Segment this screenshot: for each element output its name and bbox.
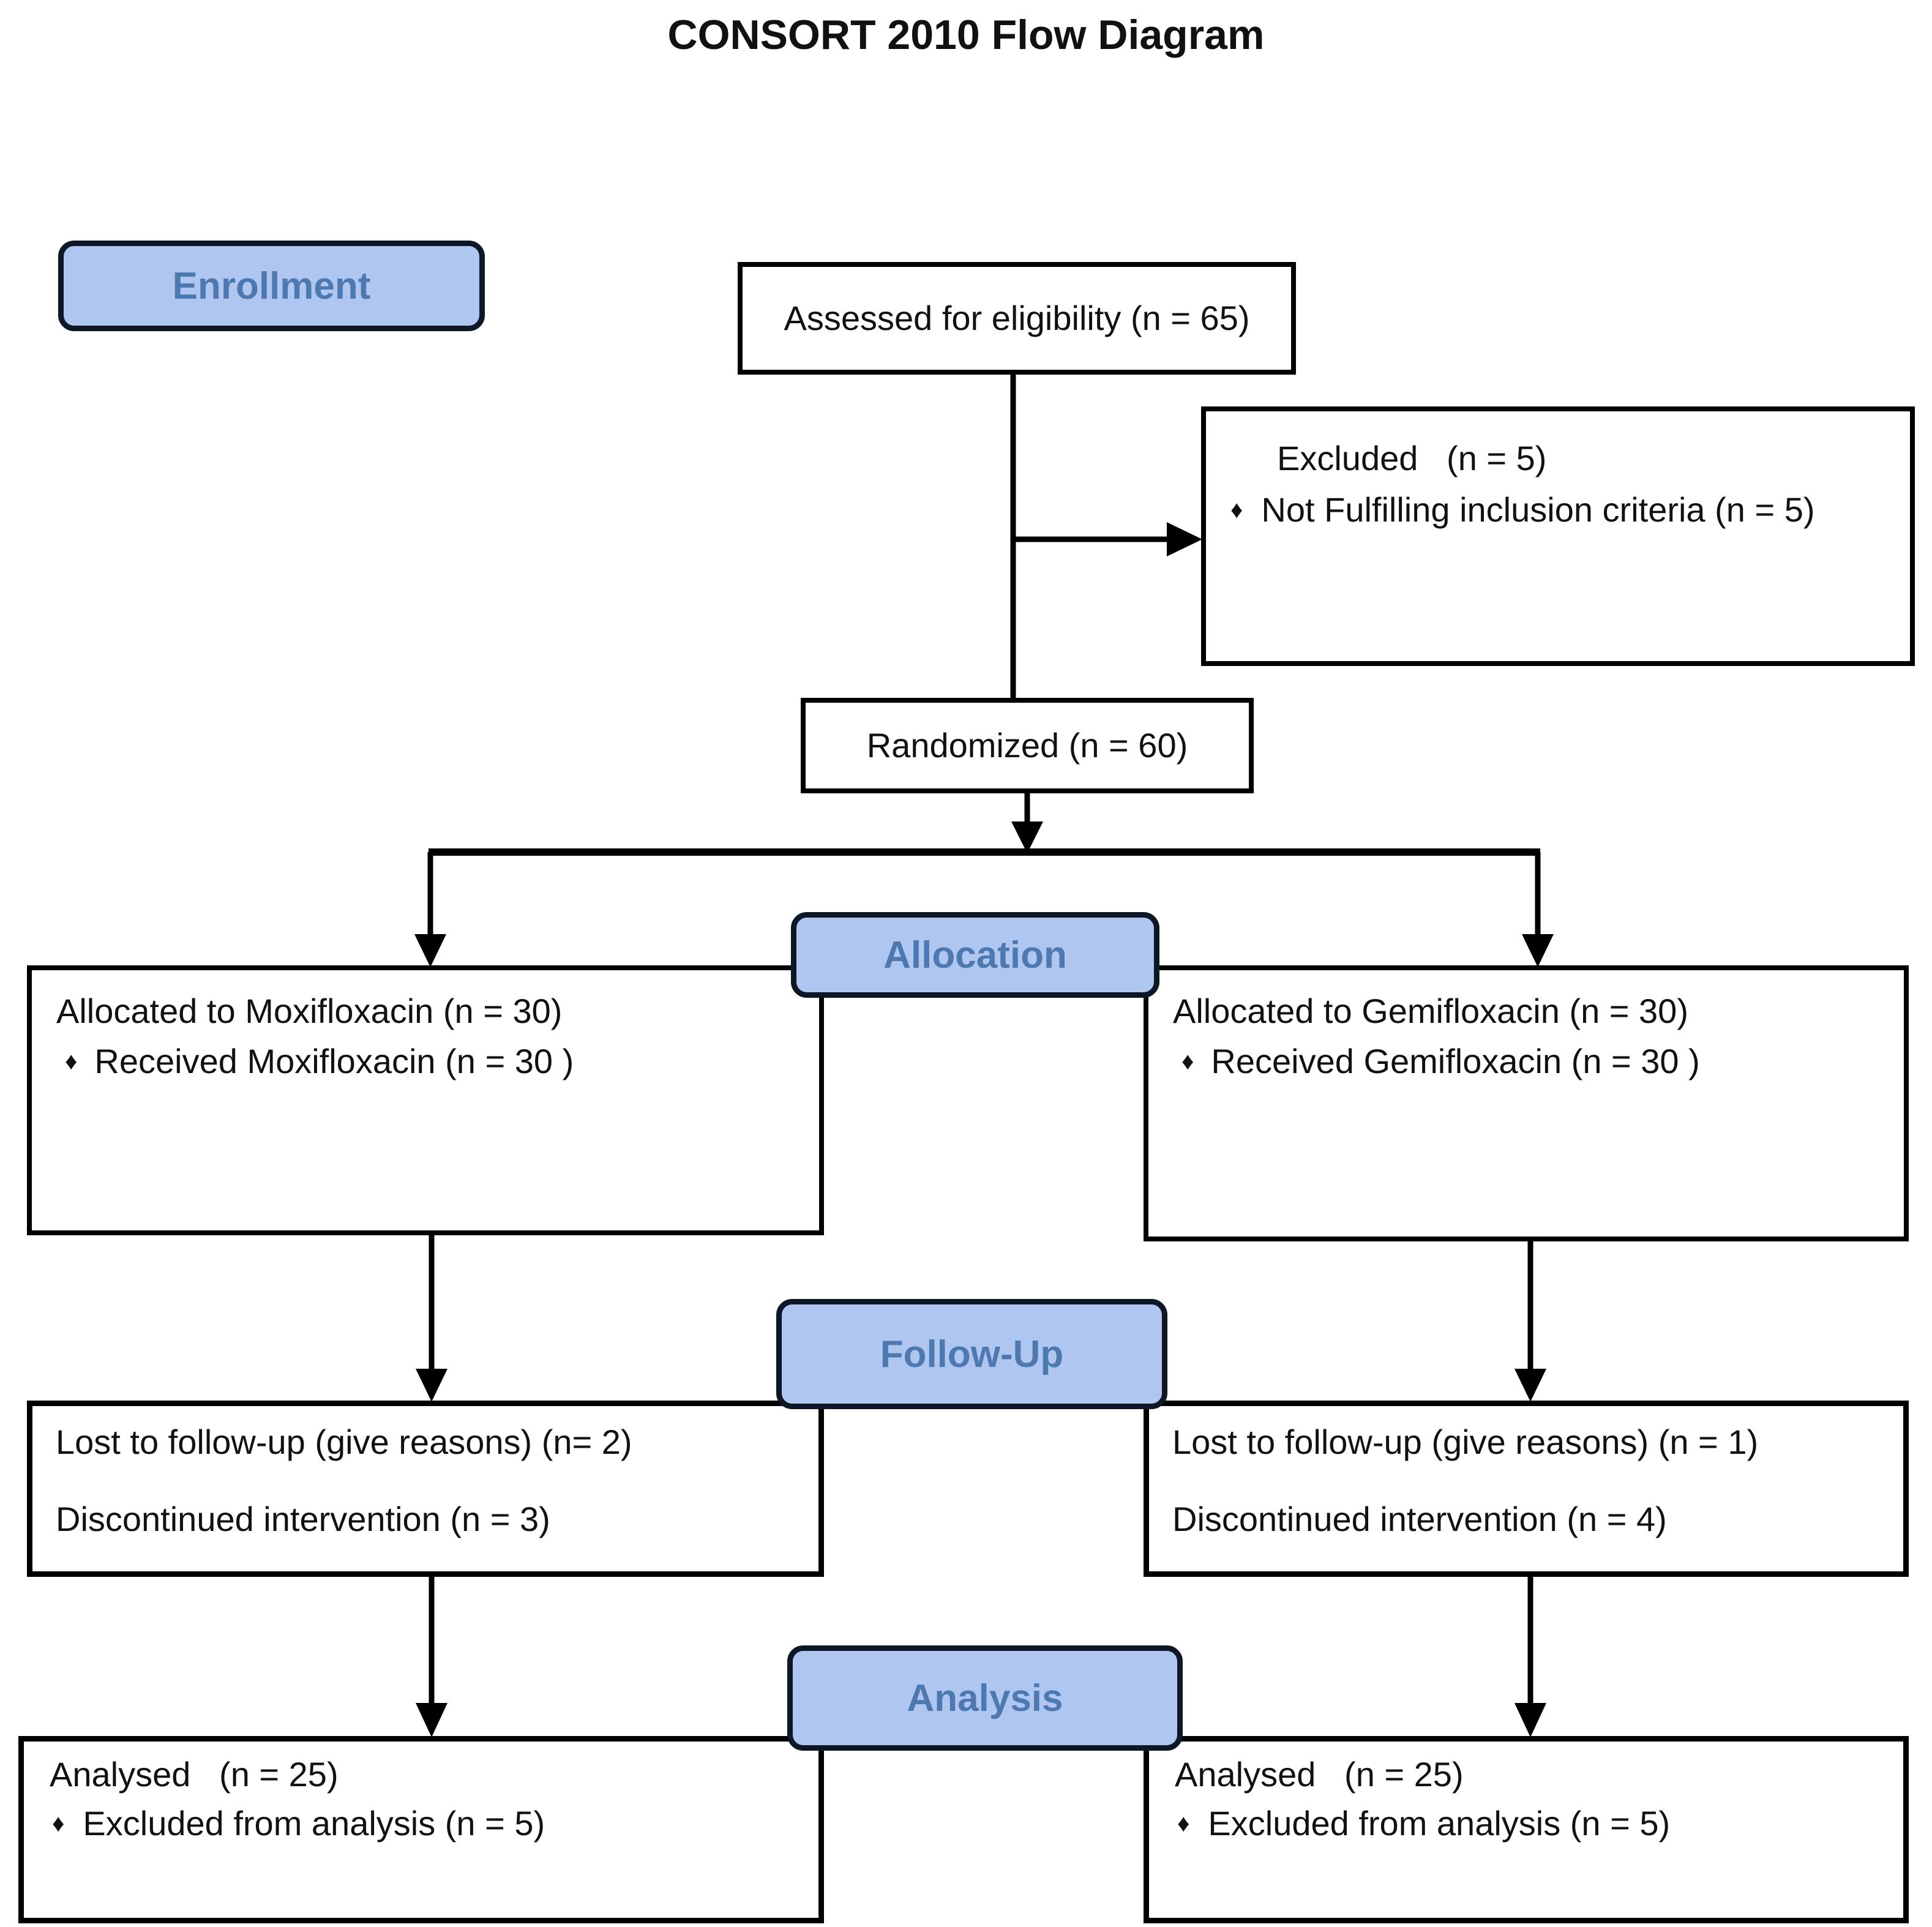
analysed-left-text: Analysed (n = 25) <box>50 1755 339 1794</box>
box-analysed-right: Analysed (n = 25) ♦ Excluded from analys… <box>1144 1736 1909 1923</box>
box-allocated-moxifloxacin: Allocated to Moxifloxacin (n = 30) ♦ Rec… <box>27 965 824 1235</box>
excluded-analysis-left-text: Excluded from analysis (n = 5) <box>83 1804 545 1843</box>
excluded-analysis-right-text: Excluded from analysis (n = 5) <box>1208 1804 1671 1843</box>
excluded-count-text: Excluded (n = 5) <box>1277 439 1547 477</box>
arrow-down-analysis-left-icon <box>416 1703 447 1737</box>
arrow-down-alloc-left-icon <box>414 934 446 967</box>
discontinued-right-text: Discontinued intervention (n = 4) <box>1172 1500 1667 1538</box>
received-right-row: ♦ Received Gemifloxacin (n = 30 ) <box>1181 1036 1889 1090</box>
excluded-analysis-left-row: ♦ Excluded from analysis (n = 5) <box>52 1799 804 1852</box>
excluded-reason-text: Not Fulfilling inclusion criteria (n = 5… <box>1261 490 1815 529</box>
assessed-text: Assessed for eligibility (n = 65) <box>784 299 1250 337</box>
received-right-text: Received Gemifloxacin (n = 30 ) <box>1211 1042 1700 1080</box>
diamond-bullet-icon: ♦ <box>1230 496 1243 523</box>
box-assessed-for-eligibility: Assessed for eligibility (n = 65) <box>738 262 1296 375</box>
diagram-title: CONSORT 2010 Flow Diagram <box>667 12 1265 58</box>
box-followup-left: Lost to follow-up (give reasons) (n= 2) … <box>27 1401 824 1577</box>
excluded-reason-row: ♦ Not Fulfilling inclusion criteria (n =… <box>1230 485 1885 539</box>
excluded-analysis-right-row: ♦ Excluded from analysis (n = 5) <box>1177 1799 1889 1852</box>
arrow-down-split-icon <box>1011 821 1043 853</box>
diamond-bullet-icon: ♦ <box>1177 1810 1190 1837</box>
stage-label-enrollment: Enrollment <box>58 241 485 331</box>
analysed-right-text: Analysed (n = 25) <box>1175 1755 1464 1794</box>
arrow-down-followup-left-icon <box>416 1369 447 1402</box>
arrow-down-analysis-right-icon <box>1515 1703 1546 1737</box>
lost-followup-left-text: Lost to follow-up (give reasons) (n= 2) <box>56 1423 632 1461</box>
arrow-down-alloc-right-icon <box>1522 934 1554 967</box>
diamond-bullet-icon: ♦ <box>52 1810 65 1837</box>
allocated-right-text: Allocated to Gemifloxacin (n = 30) <box>1173 992 1688 1030</box>
box-followup-right: Lost to follow-up (give reasons) (n = 1)… <box>1144 1401 1909 1577</box>
stage-label-followup: Follow-Up <box>776 1299 1167 1409</box>
arrow-right-excluded-icon <box>1167 522 1202 556</box>
received-left-text: Received Moxifloxacin (n = 30 ) <box>94 1042 574 1080</box>
box-allocated-gemifloxacin: Allocated to Gemifloxacin (n = 30) ♦ Rec… <box>1144 965 1909 1241</box>
box-randomized: Randomized (n = 60) <box>801 698 1254 793</box>
diamond-bullet-icon: ♦ <box>65 1048 78 1075</box>
received-left-row: ♦ Received Moxifloxacin (n = 30 ) <box>65 1036 804 1090</box>
randomized-text: Randomized (n = 60) <box>866 726 1188 765</box>
diamond-bullet-icon: ♦ <box>1181 1048 1194 1075</box>
box-analysed-left: Analysed (n = 25) ♦ Excluded from analys… <box>18 1736 824 1923</box>
box-excluded: Excluded (n = 5) ♦ Not Fulfilling inclus… <box>1201 406 1915 666</box>
lost-followup-right-text: Lost to follow-up (give reasons) (n = 1) <box>1172 1423 1759 1461</box>
stage-label-analysis: Analysis <box>787 1645 1183 1751</box>
arrow-down-followup-right-icon <box>1515 1369 1546 1402</box>
stage-label-allocation: Allocation <box>791 912 1159 998</box>
discontinued-left-text: Discontinued intervention (n = 3) <box>56 1500 550 1538</box>
allocated-left-text: Allocated to Moxifloxacin (n = 30) <box>56 992 563 1030</box>
